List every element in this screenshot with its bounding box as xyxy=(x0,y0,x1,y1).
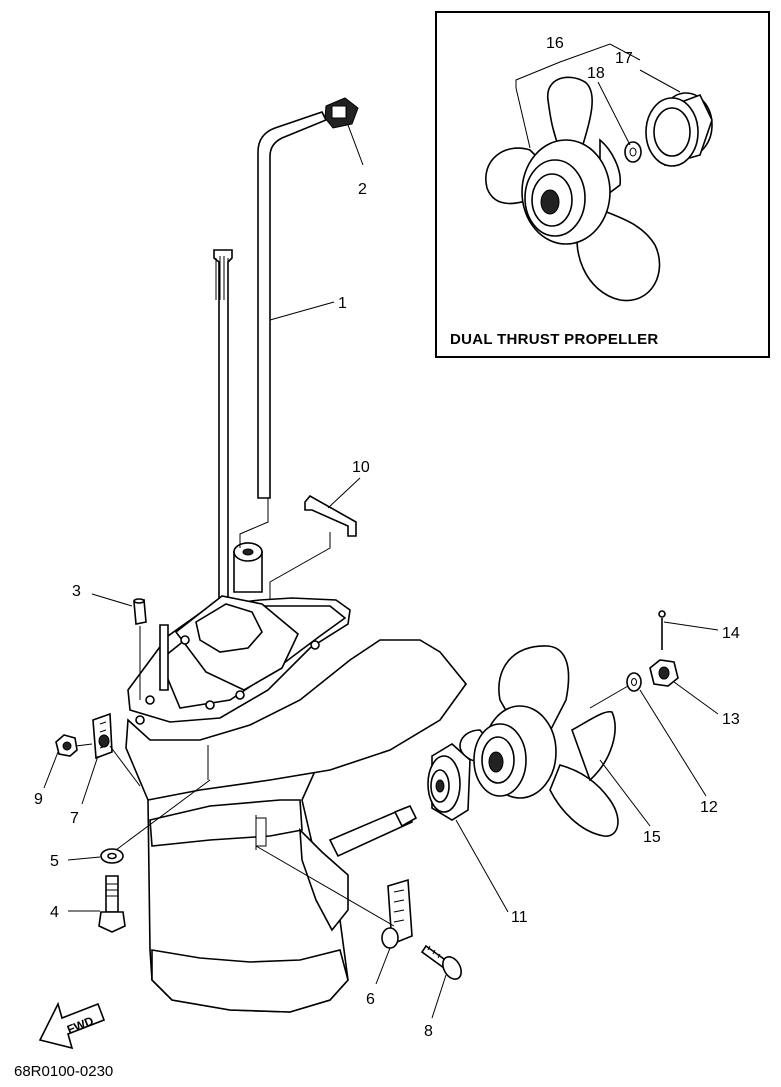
leader-14 xyxy=(663,621,719,631)
callout-4: 4 xyxy=(50,904,59,921)
callout-8: 8 xyxy=(424,1023,433,1040)
callout-9: 9 xyxy=(34,791,43,808)
gear-housing xyxy=(299,827,349,932)
part-15-blade-right xyxy=(571,710,616,782)
inset-hub-bore xyxy=(540,189,560,215)
rod-guide-line xyxy=(239,498,269,548)
guide-5 xyxy=(115,779,211,851)
part-10-guide xyxy=(269,532,331,600)
callout-7: 7 xyxy=(70,810,79,827)
part-15-blade-bottom xyxy=(549,764,619,837)
callout-2: 2 xyxy=(358,181,367,198)
drawing-code: 68R0100-0230 xyxy=(14,1063,113,1080)
skeg xyxy=(151,949,349,1013)
guide-6 xyxy=(255,845,395,927)
leader-9 xyxy=(43,751,59,789)
inset-washer-hole xyxy=(629,147,637,157)
callout-12: 12 xyxy=(700,799,718,816)
guide-9 xyxy=(75,743,93,747)
part-6-anode xyxy=(387,878,413,946)
leader-2 xyxy=(347,124,364,166)
callout-16: 16 xyxy=(546,35,564,52)
callout-17: 17 xyxy=(615,50,633,67)
leader-12 xyxy=(639,689,707,797)
callout-18: 18 xyxy=(587,65,605,82)
part-4-bolt xyxy=(105,875,119,913)
callout-1: 1 xyxy=(338,295,347,312)
inset-dual-thrust-propeller: 16 17 18 DUAL THRUST PROPELLER xyxy=(435,11,770,358)
main-exploded-view: FWD 1 2 3 4 5 6 7 8 9 10 11 12 13 14 15 … xyxy=(14,97,740,1080)
inset-blade-top xyxy=(547,76,593,162)
stud-bolt xyxy=(159,624,169,691)
leader-15 xyxy=(599,759,651,827)
leader-11 xyxy=(455,819,509,913)
leader-7 xyxy=(81,755,99,805)
callout-5: 5 xyxy=(50,853,59,870)
inset-spacer-inner xyxy=(653,107,691,157)
inset-title: DUAL THRUST PROPELLER xyxy=(450,331,659,348)
leader-6 xyxy=(375,947,391,985)
part-8-screw-head xyxy=(442,956,462,980)
forward-arrow: FWD xyxy=(38,1001,106,1050)
leader-1 xyxy=(269,301,335,321)
callout-11: 11 xyxy=(511,909,528,926)
callout-10: 10 xyxy=(352,459,370,476)
leader-13 xyxy=(673,681,719,715)
inset-leader-17 xyxy=(639,69,681,93)
part-7-anode-boss xyxy=(98,734,110,748)
water-pump-cover xyxy=(195,603,263,653)
callout-6: 6 xyxy=(366,991,375,1008)
inset-leader-18 xyxy=(597,81,631,146)
inset-leader-16b xyxy=(515,87,531,149)
callout-14: 14 xyxy=(722,625,740,642)
propeller-shaft xyxy=(328,806,414,858)
leader-5 xyxy=(67,856,101,861)
leader-10 xyxy=(327,477,361,509)
part-10-bracket xyxy=(304,494,357,537)
callout-15: 15 xyxy=(643,829,661,846)
part-1-shift-rod xyxy=(257,111,328,499)
part-2-grommet xyxy=(324,97,359,129)
drive-shaft xyxy=(213,249,233,611)
callout-13: 13 xyxy=(722,711,740,728)
guide-7 xyxy=(109,745,141,787)
leader-3 xyxy=(91,593,133,607)
cavitation-plate xyxy=(147,683,467,801)
leader-8 xyxy=(431,974,447,1019)
guide-12 xyxy=(589,685,629,709)
inset-leader-16 xyxy=(515,43,641,88)
callout-3: 3 xyxy=(72,583,81,600)
